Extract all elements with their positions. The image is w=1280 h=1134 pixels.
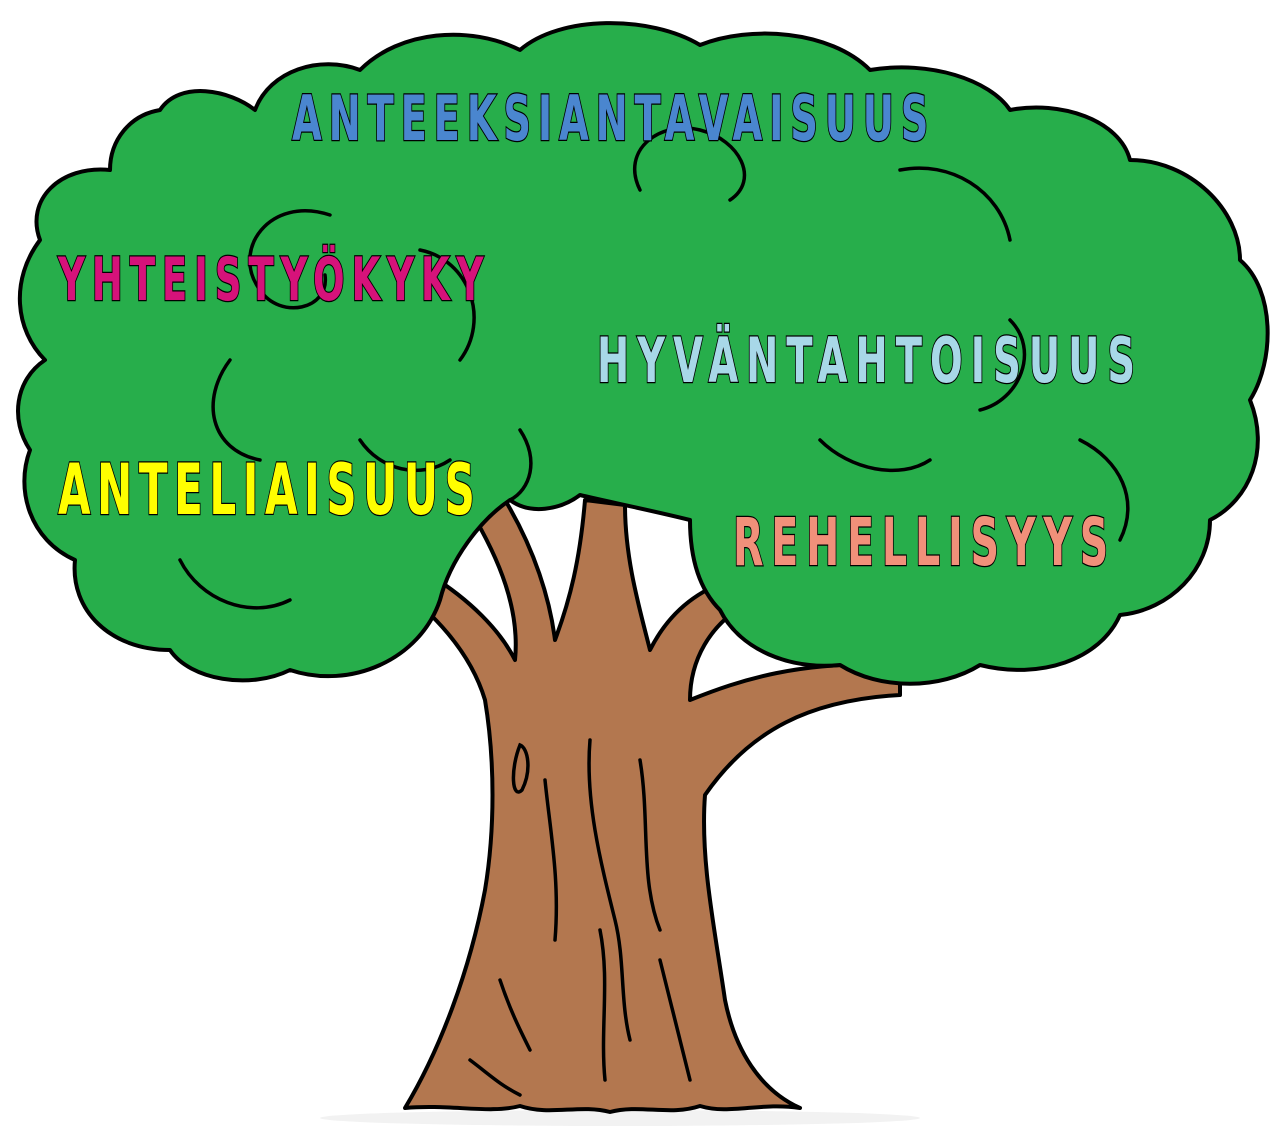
word-rehellisyys: REHELLISYYS — [732, 504, 1117, 581]
word-hyvantahtoisuus: HYVÄNTAHTOISUUS — [596, 324, 1144, 397]
word-anteeksiantavaisuus: ANTEEKSIANTAVAISUUS — [291, 82, 936, 155]
bark-lines — [468, 738, 692, 1097]
word-anteliaisuus: ANTELIAISUUS — [57, 449, 482, 531]
ground-shadow — [320, 1110, 920, 1126]
canopy — [16, 21, 1270, 686]
word-yhteistyokyky: YHTEISTYÖKYKY — [57, 245, 491, 315]
canopy-curls — [178, 126, 1130, 610]
